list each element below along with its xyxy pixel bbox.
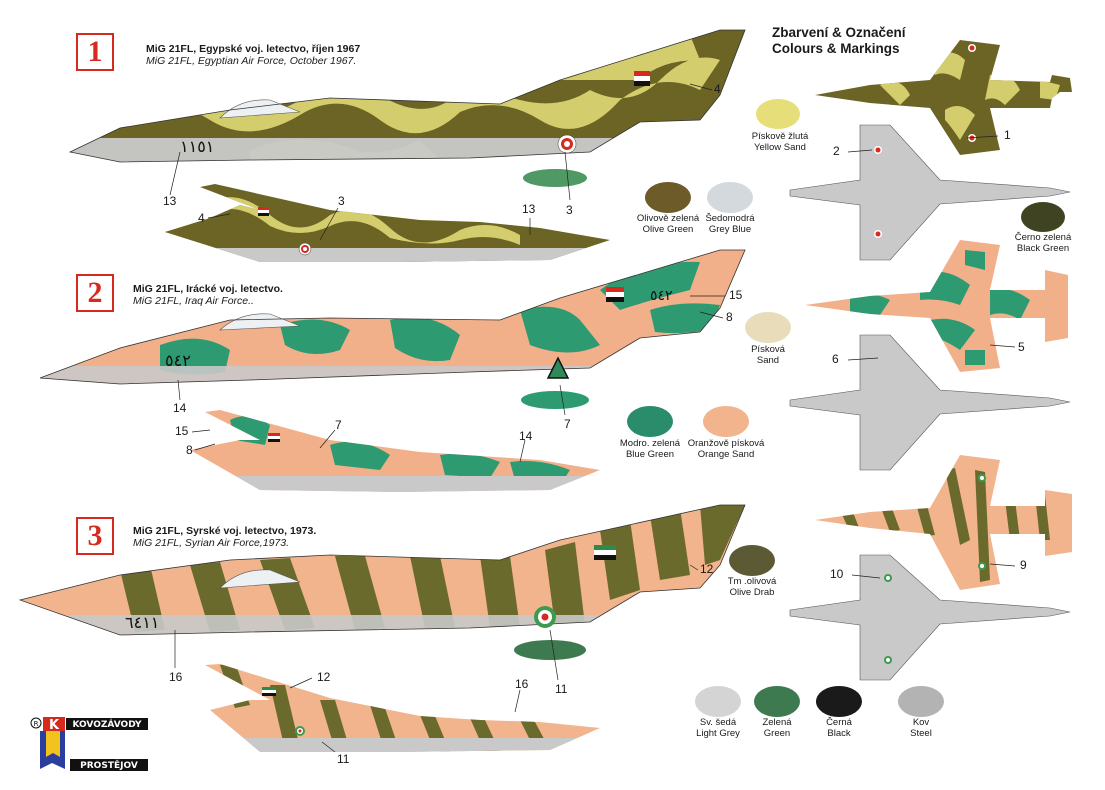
callout: 4 <box>714 82 721 96</box>
bottom-view-3 <box>789 554 1071 681</box>
flag-egypt <box>634 71 650 86</box>
swatch-olive-green <box>645 182 691 213</box>
callout: 4 <box>198 211 205 225</box>
callout: 3 <box>566 203 573 217</box>
callout: 9 <box>1020 558 1027 572</box>
svg-text:PROSTĚJOV: PROSTĚJOV <box>80 759 138 771</box>
logo-mark-icon: R K KOVOZÁVODY PROSTĚJOV <box>30 717 148 771</box>
callout: 5 <box>1018 340 1025 354</box>
bottom-view-2 <box>789 334 1071 471</box>
svg-text:R: R <box>34 720 39 728</box>
scheme-1-title-en: MiG 21FL, Egyptian Air Force, October 19… <box>146 55 357 67</box>
callout: 8 <box>726 310 733 324</box>
swatch-sand <box>745 312 791 343</box>
scheme-2-title-cz: MiG 21FL, Irácké voj. letectvo. <box>133 283 283 295</box>
fuselage-number-2a: ٥٤٢ <box>650 288 673 304</box>
callout: 12 <box>317 670 331 684</box>
callout: 7 <box>335 418 342 432</box>
callout: 8 <box>186 443 193 457</box>
swatch-yellow-sand <box>756 99 800 129</box>
callout: 13 <box>163 194 177 208</box>
fuselage-number-2b: ٥٤٢ <box>165 351 191 370</box>
bottom-view-1 <box>789 124 1071 261</box>
swatch-light-grey <box>695 686 741 717</box>
swatch-blue-green <box>627 406 673 437</box>
flag-iraq <box>606 287 624 302</box>
scheme-3-title-cz: MiG 21FL, Syrské voj. letectvo, 1973. <box>133 525 317 537</box>
top-view-2 <box>805 240 1068 372</box>
roundel-egypt <box>557 134 577 154</box>
callout: 7 <box>564 417 571 431</box>
callout: 16 <box>515 677 529 691</box>
header-line-2: Colours & Markings <box>772 41 900 56</box>
kovozavody-logo: R K KOVOZÁVODY PROSTĚJOV <box>30 717 150 773</box>
callout: 12 <box>700 562 714 576</box>
svg-text:KOVOZÁVODY: KOVOZÁVODY <box>72 718 142 730</box>
callout: 3 <box>338 194 345 208</box>
callout: 15 <box>729 288 743 302</box>
swatch-orange-sand <box>703 406 749 437</box>
profile-1-small <box>165 184 610 262</box>
fuselage-number-3: ٦٤١١ <box>125 613 159 632</box>
scheme-badge-1: 1 <box>76 33 114 71</box>
scheme-3-title-en: MiG 21FL, Syrian Air Force,1973. <box>133 537 290 549</box>
swatch-black-green <box>1021 202 1065 232</box>
callout: 15 <box>175 424 189 438</box>
profile-2-main: ٥٤٢ ٥٤٢ <box>39 249 746 409</box>
callout: 11 <box>337 752 350 766</box>
swatch-steel <box>898 686 944 717</box>
callout: 10 <box>830 567 844 581</box>
flag-syria <box>594 545 616 560</box>
callout: 16 <box>169 670 183 684</box>
top-view-3 <box>815 455 1072 590</box>
profile-2-small <box>190 410 600 492</box>
fuselage-number-1: ١١٥١ <box>180 137 214 156</box>
header-line-1: Zbarvení & Označení <box>772 25 906 40</box>
swatch-grey-blue <box>707 182 753 213</box>
callout: 11 <box>555 682 568 696</box>
roundel-syria <box>534 606 556 628</box>
callout: 14 <box>519 429 533 443</box>
swatch-green <box>754 686 800 717</box>
callout: 2 <box>833 144 840 158</box>
scheme-1-title-cz: MiG 21FL, Egypské voj. letectvo, říjen 1… <box>146 43 361 55</box>
callout: 1 <box>1004 128 1011 142</box>
scheme-badge-3: 3 <box>76 517 114 555</box>
scheme-badge-2: 2 <box>76 274 114 312</box>
swatch-black <box>816 686 862 717</box>
swatch-olive-drab <box>729 545 775 576</box>
callout: 14 <box>173 401 187 415</box>
scheme-2-title-en: MiG 21FL, Iraq Air Force.. <box>133 295 254 307</box>
callout: 6 <box>832 352 839 366</box>
svg-text:K: K <box>49 718 60 733</box>
callout: 13 <box>522 202 536 216</box>
leader-lines <box>169 83 1016 753</box>
profile-3-main: ٦٤١١ <box>18 504 746 660</box>
